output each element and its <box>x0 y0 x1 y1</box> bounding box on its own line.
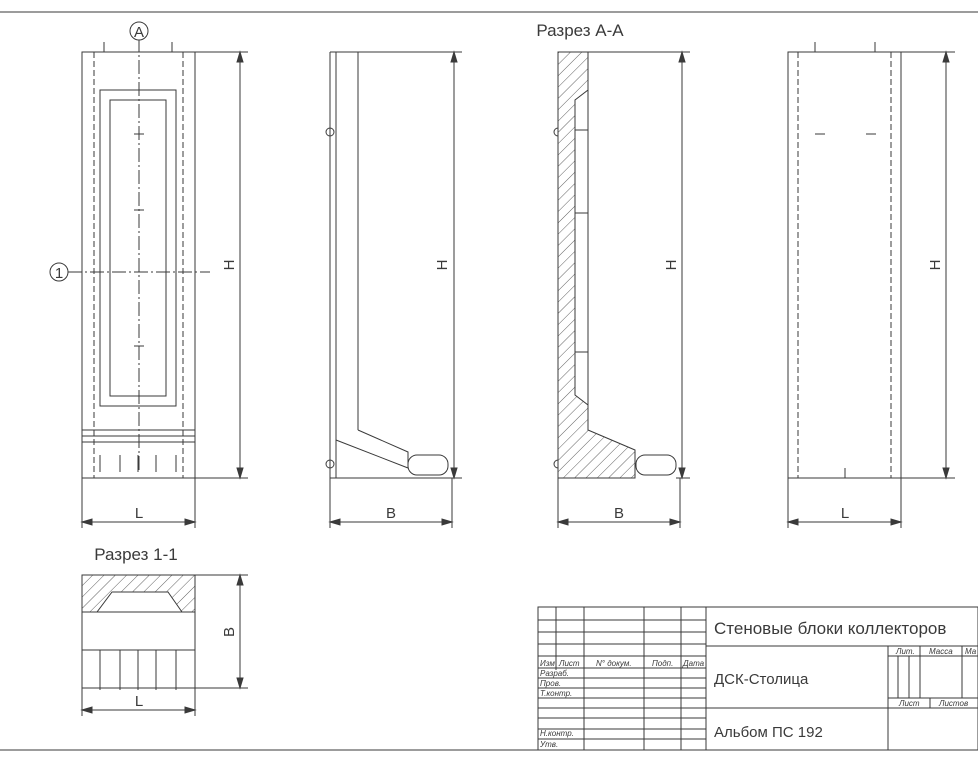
back-view <box>786 42 955 528</box>
side-dim-b-label: B <box>386 505 396 522</box>
marker-a: А <box>129 21 149 41</box>
col-list: Лист <box>558 659 580 668</box>
col-data: Дата <box>682 659 705 668</box>
sheet-frame <box>0 11 978 751</box>
row-tkontr: Т.контр. <box>540 689 572 698</box>
side-view <box>325 50 462 528</box>
cell-listov: Листов <box>938 699 968 708</box>
section-11-view <box>80 573 248 716</box>
cell-list: Лист <box>898 699 920 708</box>
section-dim-h-label: H <box>663 260 680 271</box>
cell-masshtab: Ма <box>965 647 977 656</box>
col-podp: Подп. <box>652 659 673 668</box>
col-izm: Изм <box>540 659 555 668</box>
svg-text:1: 1 <box>55 265 63 282</box>
section-11-dim-b-label: B <box>221 627 238 637</box>
title-block <box>537 606 978 751</box>
svg-text:А: А <box>134 24 144 41</box>
row-utv: Утв. <box>539 740 558 749</box>
front-dim-l-label: L <box>135 505 143 522</box>
title-block-name: Стеновые блоки коллекторов <box>714 619 946 638</box>
row-prov: Пров. <box>540 679 561 688</box>
col-ndokum: N° докум. <box>596 659 632 668</box>
title-block-organization: ДСК-Столица <box>714 671 809 688</box>
marker-1: 1 <box>49 262 69 282</box>
title-block-album: Альбом ПС 192 <box>714 724 823 741</box>
back-dim-l-label: L <box>841 505 849 522</box>
front-view <box>68 38 248 528</box>
row-razrab: Разраб. <box>540 669 569 678</box>
cell-lit: Лит. <box>895 647 915 656</box>
cell-massa: Масса <box>929 647 953 656</box>
section-aa-view <box>553 50 690 528</box>
section-11-dim-l-label: L <box>135 693 143 710</box>
row-nkontr: Н.контр. <box>540 729 574 738</box>
section-11-title: Разрез 1-1 <box>94 545 177 564</box>
section-dim-b-label: B <box>614 505 624 522</box>
front-dim-h-label: H <box>221 260 238 271</box>
section-aa-title: Разрез А-А <box>536 21 624 40</box>
side-dim-h-label: H <box>434 260 451 271</box>
back-dim-h-label: H <box>927 260 944 271</box>
